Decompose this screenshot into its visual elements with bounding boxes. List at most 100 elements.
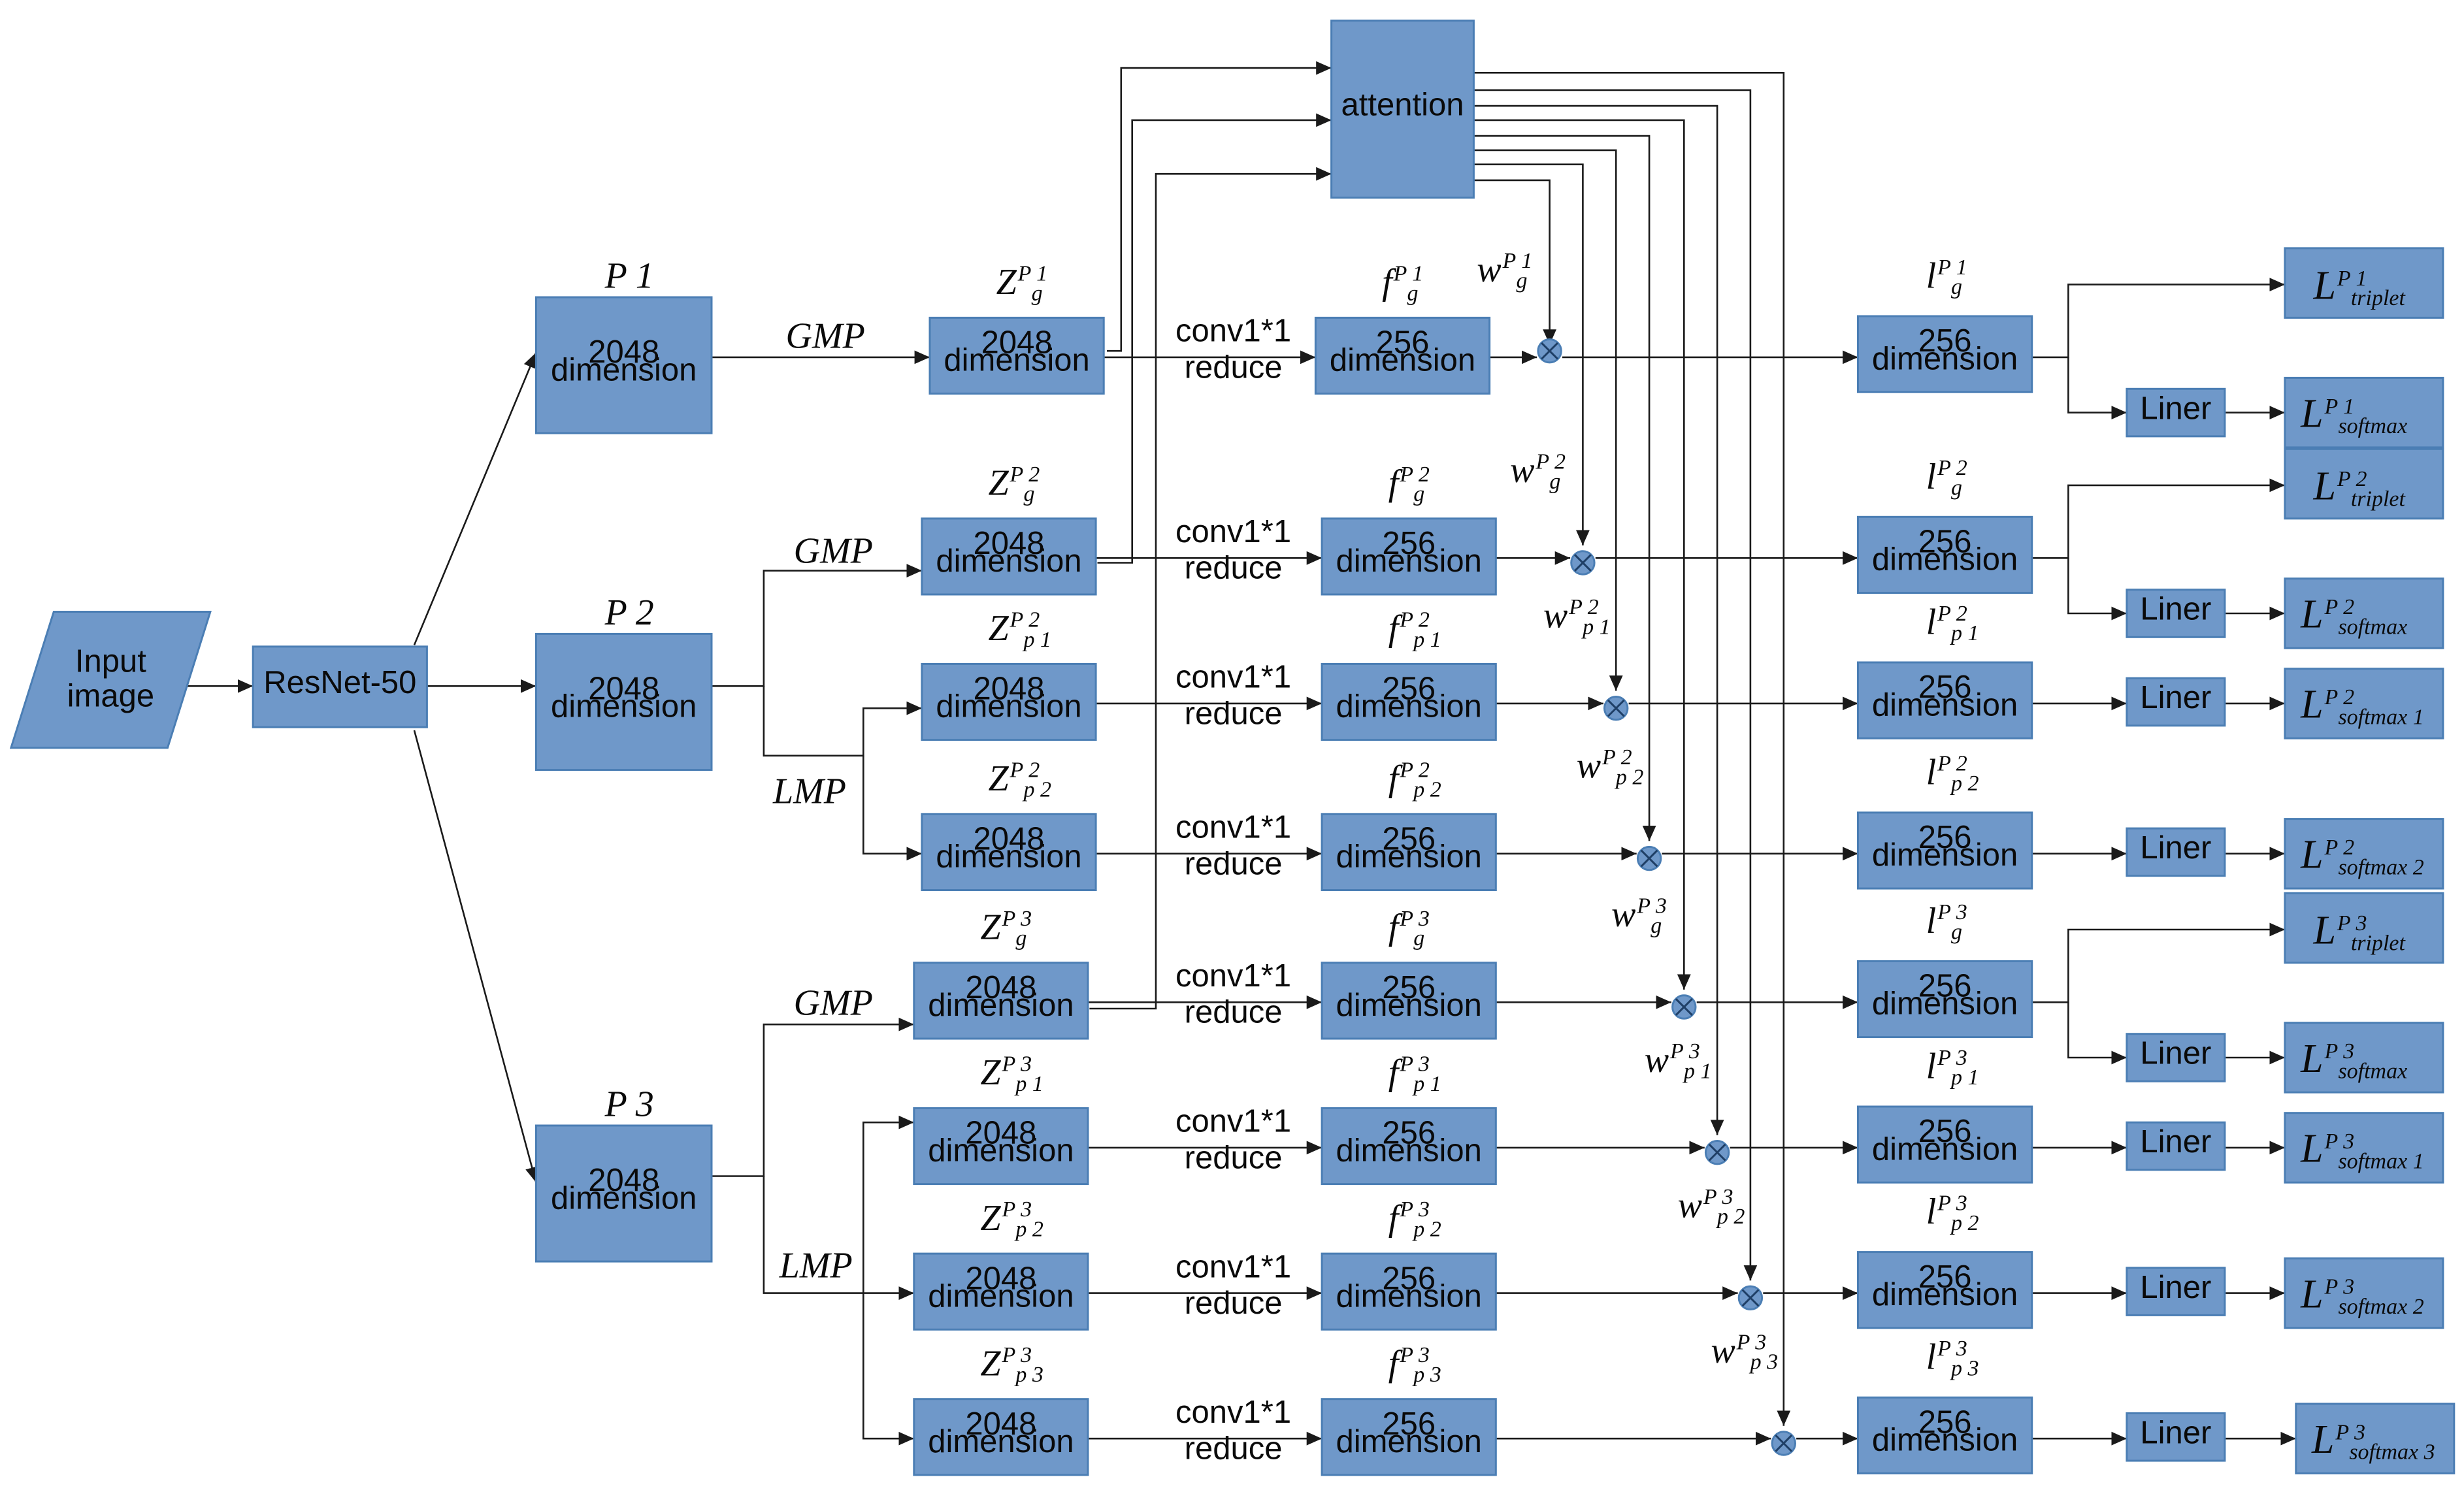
conv-label-1: conv1*1: [1175, 314, 1291, 349]
p2-lmp-1: [763, 686, 922, 757]
l-node-2-text: dimension: [1872, 542, 2018, 577]
loss-softmax-node-4: [2284, 818, 2444, 890]
loss-triplet-node-5: [2284, 892, 2444, 964]
f-node-2-text: 256: [1382, 526, 1436, 561]
l-to-liner-5: [2067, 1002, 2127, 1065]
f-node-4-text: 256: [1382, 822, 1436, 857]
reduce-label-4: reduce: [1185, 846, 1283, 881]
branch-p3-node-text: 2048: [588, 1163, 659, 1198]
f-node-5-text: 256: [1382, 970, 1436, 1005]
loss-triplet-node-1: [2284, 247, 2444, 319]
l-node-2-text: 256: [1918, 525, 1972, 560]
z-node-6-text: 2048: [965, 1116, 1036, 1151]
l-node-1-text: dimension: [1872, 341, 2018, 376]
multiply-node-7: [1737, 1285, 1764, 1311]
liner-node-1: Liner: [2126, 387, 2226, 438]
loss-softmax-node-8: [2295, 1403, 2456, 1474]
reduce-label-3: reduce: [1185, 696, 1283, 731]
f-node-1-text: dimension: [1330, 343, 1475, 378]
z-node-3-text: 2048: [973, 672, 1044, 707]
reduce-label-6: reduce: [1185, 1140, 1283, 1175]
input-image-text: image: [67, 679, 154, 714]
conv-label-8: conv1*1: [1175, 1395, 1291, 1430]
l-to-liner-1: [2067, 357, 2127, 419]
f-node-7-text: 256: [1382, 1261, 1436, 1296]
l-node-7-text: 256: [1918, 1259, 1972, 1295]
branch-p2-node-text: 2048: [588, 672, 659, 707]
f-node-8-text: 256: [1382, 1406, 1436, 1442]
l-node-1-text: 256: [1918, 323, 1972, 359]
f-node-3-text: 256: [1382, 672, 1436, 707]
reduce-label-5: reduce: [1185, 995, 1283, 1030]
z-node-5-text: 2048: [965, 970, 1036, 1005]
l-node-8-text: dimension: [1872, 1423, 2018, 1458]
resnet-to-p1: [413, 352, 537, 645]
liner-node-8: Liner: [2126, 1412, 2226, 1462]
zg2-to-attention: [1097, 113, 1332, 564]
loss-softmax-node-6: [2284, 1112, 2444, 1184]
z-node-4-text: dimension: [936, 839, 1081, 875]
connector-lines: [177, 61, 2296, 1446]
attention-to-mult-4: [1473, 135, 1656, 841]
attention-to-mult-7: [1473, 89, 1758, 1281]
liner-node-5-text: Liner: [2140, 1036, 2211, 1071]
conv-label-5: conv1*1: [1175, 958, 1291, 994]
f-node-4-text: dimension: [1336, 839, 1482, 875]
reduce-label-1: reduce: [1185, 349, 1283, 385]
loss-softmax-node-2: [2284, 577, 2444, 649]
multiply-node-1: [1537, 338, 1562, 364]
branch-p3-node-text: dimension: [551, 1180, 697, 1216]
z-node-2-text: dimension: [936, 543, 1081, 579]
branch-p2-label: P 2: [604, 592, 654, 633]
branch-p2-node-text: dimension: [551, 689, 697, 724]
loss-softmax-node-7: [2284, 1257, 2444, 1329]
z-node-3-text: dimension: [936, 689, 1081, 724]
conv-label-3: conv1*1: [1175, 660, 1291, 695]
resnet-to-p3: [413, 730, 539, 1183]
z-node-8-text: 2048: [965, 1406, 1036, 1442]
conv-label-6: conv1*1: [1175, 1104, 1291, 1139]
branch-p1-label: P 1: [604, 255, 654, 296]
liner-node-6-text: Liner: [2140, 1124, 2211, 1160]
multiply-node-6: [1704, 1140, 1730, 1165]
p3-lmp-1: [862, 1115, 914, 1293]
p2-lmp-2: [862, 755, 922, 861]
z-node-6-text: dimension: [928, 1133, 1074, 1169]
f-node-8-text: dimension: [1336, 1424, 1482, 1459]
attention-to-mult-6: [1473, 105, 1724, 1135]
z-node-4-text: 2048: [973, 822, 1044, 857]
